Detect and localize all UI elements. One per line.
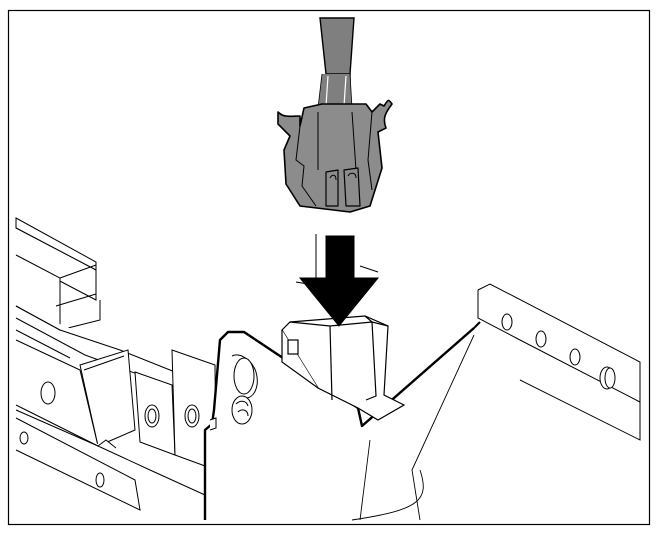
down-arrow-icon [295,234,380,327]
right-bracket [477,283,641,441]
connector-plug [277,99,393,213]
connector-socket [281,315,406,421]
screw-icon [209,354,258,431]
chassis-panel [203,321,481,521]
left-rail [15,217,217,511]
